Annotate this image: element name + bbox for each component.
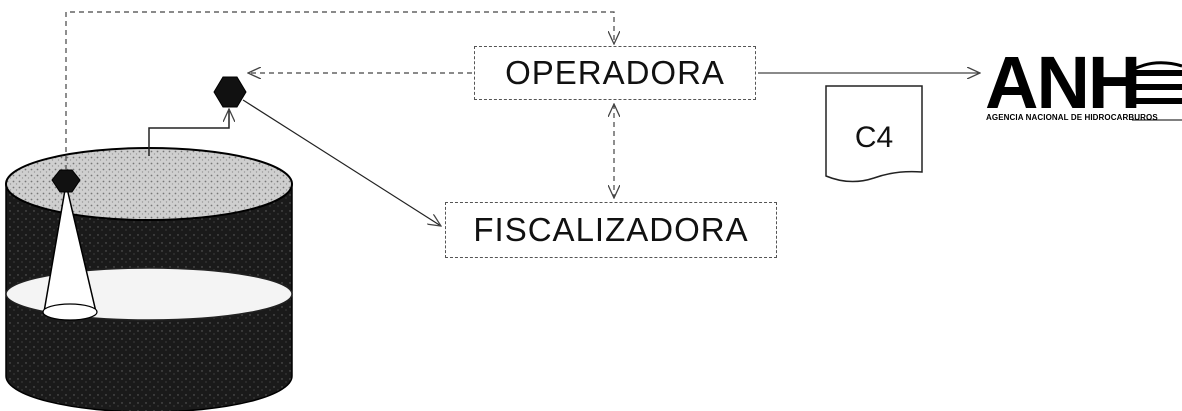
transmitter-icon bbox=[213, 76, 247, 108]
operadora-label: OPERADORA bbox=[505, 54, 725, 91]
anh-logo-acronym: ANH bbox=[985, 41, 1141, 124]
fiscalizadora-label: FISCALIZADORA bbox=[473, 211, 749, 248]
fiscalizadora-node: FISCALIZADORA bbox=[445, 202, 777, 258]
operadora-node: OPERADORA bbox=[474, 46, 756, 100]
connector-tank-to-operadora bbox=[65, 11, 614, 170]
c4-document-label: C4 bbox=[854, 121, 894, 154]
beam-footprint bbox=[42, 303, 98, 321]
storage-tank bbox=[5, 147, 293, 411]
anh-logo-subtitle: AGENCIA NACIONAL DE HIDROCARBUROS bbox=[986, 113, 1158, 122]
connector-transmitter-to-fiscalizadora bbox=[242, 99, 441, 226]
tank-sensor-icon bbox=[51, 169, 81, 193]
connector-tank-to-transmitter bbox=[148, 109, 229, 156]
anh-logo-stripes bbox=[1131, 61, 1182, 121]
tank-top bbox=[5, 147, 293, 221]
anh-logo: ANH AGENCIA NACIONAL DE HIDROCARBUROS bbox=[985, 46, 1182, 146]
c4-document-icon bbox=[825, 85, 923, 183]
